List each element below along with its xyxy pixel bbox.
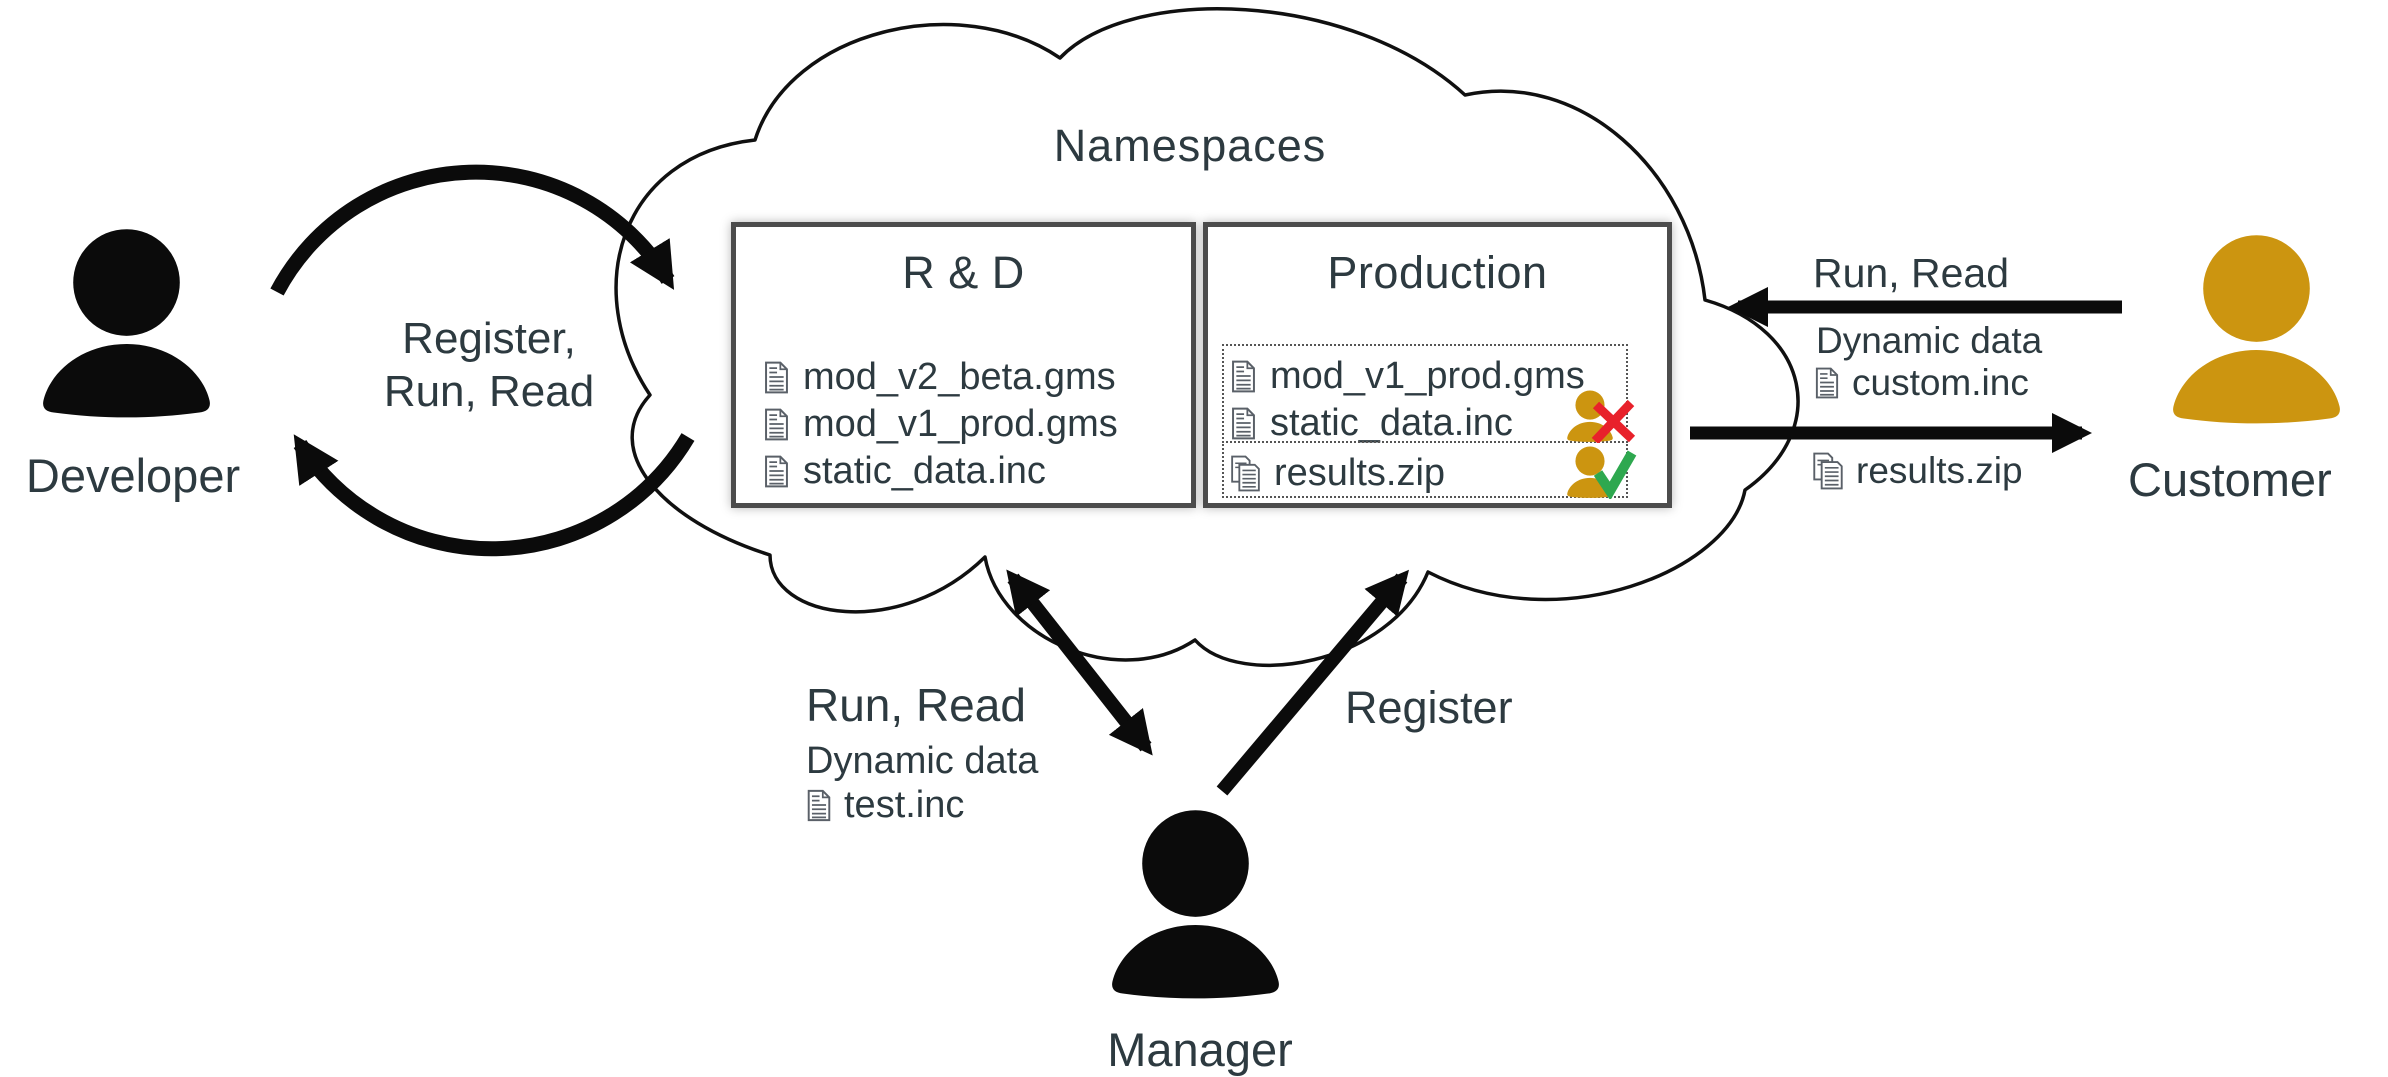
document-icon [763,455,790,488]
cycle-arrow-bottom [293,433,695,557]
developer-icon person-icon [43,229,210,418]
cycle-arrow-top [270,164,675,296]
manager-cloud-arrow [1006,569,1153,756]
production-title: Production [1327,247,1548,298]
production-file-list: results.zip [1230,451,1445,496]
customer-dynamic-data-label: Dynamic data [1816,320,2043,361]
customer-access-denied-badge red-x-icon [1567,390,1636,443]
developer-permissions-line1: Register, [402,314,576,363]
document-icon [1814,367,1840,399]
file-row: mod_v1_prod.gms [1230,354,1585,399]
customer-output-file: results.zip [1812,450,2023,492]
developer-permissions-line2: Run, Read [383,367,595,416]
file-name: custom.inc [1852,362,2029,403]
document-icon [1230,360,1257,393]
file-row: results.zip [1230,451,1445,496]
file-name: mod_v1_prod.gms [1270,355,1585,397]
developer-label: Developer [25,449,241,502]
customer-input-file: custom.inc [1814,362,2029,404]
document-icon [806,789,832,822]
documents-stack-icon [1230,455,1261,492]
file-name: static_data.inc [803,450,1046,492]
production-file-list: mod_v1_prod.gms static_data.inc [1230,354,1585,446]
customer-access-granted-badge green-check-icon [1567,446,1637,499]
production-namespace-box: Production mod_v1_prod.gms static_data.i… [1203,222,1672,508]
rnd-file-list: mod_v2_beta.gms mod_v1_prod.gms static_d… [763,355,1118,494]
customer-label: Customer [2128,453,2332,506]
manager-input-file: test.inc [806,784,964,827]
file-name: mod_v2_beta.gms [803,356,1116,398]
production-group-access-granted: results.zip [1222,441,1637,499]
production-group-access-denied: mod_v1_prod.gms static_data.inc [1222,344,1636,446]
manager-register-arrow [1216,569,1410,796]
file-name: static_data.inc [1270,402,1513,444]
document-icon [1230,407,1257,440]
document-icon [763,408,790,441]
file-row: mod_v1_prod.gms [763,402,1118,447]
file-row: static_data.inc [763,449,1118,494]
customer-icon person-icon [2173,235,2340,424]
cloud-title: Namespaces [1053,120,1327,171]
manager-dynamic-data-label: Dynamic data [806,740,1039,782]
customer-permissions-label: Run, Read [1813,250,2010,296]
developer-permissions-label: Register, Run, Read [348,312,630,418]
file-name: results.zip [1274,452,1446,494]
file-name: mod_v1_prod.gms [803,403,1118,445]
document-icon [763,361,790,394]
rnd-title: R & D [902,247,1025,298]
file-name: test.inc [844,784,965,826]
manager-register-label: Register [1345,682,1513,733]
manager-icon person-icon [1112,810,1279,999]
documents-stack-icon [1812,452,1844,490]
file-row: mod_v2_beta.gms [763,355,1118,400]
file-row: static_data.inc [1230,401,1585,446]
developer-cycle-arrows [270,164,695,557]
manager-permissions-label: Run, Read [806,679,1026,731]
file-name: results.zip [1856,450,2023,491]
manager-label: Manager [1107,1023,1293,1076]
rnd-namespace-box: R & D mod_v2_beta.gms mod_v1_prod.gms st… [731,222,1196,508]
